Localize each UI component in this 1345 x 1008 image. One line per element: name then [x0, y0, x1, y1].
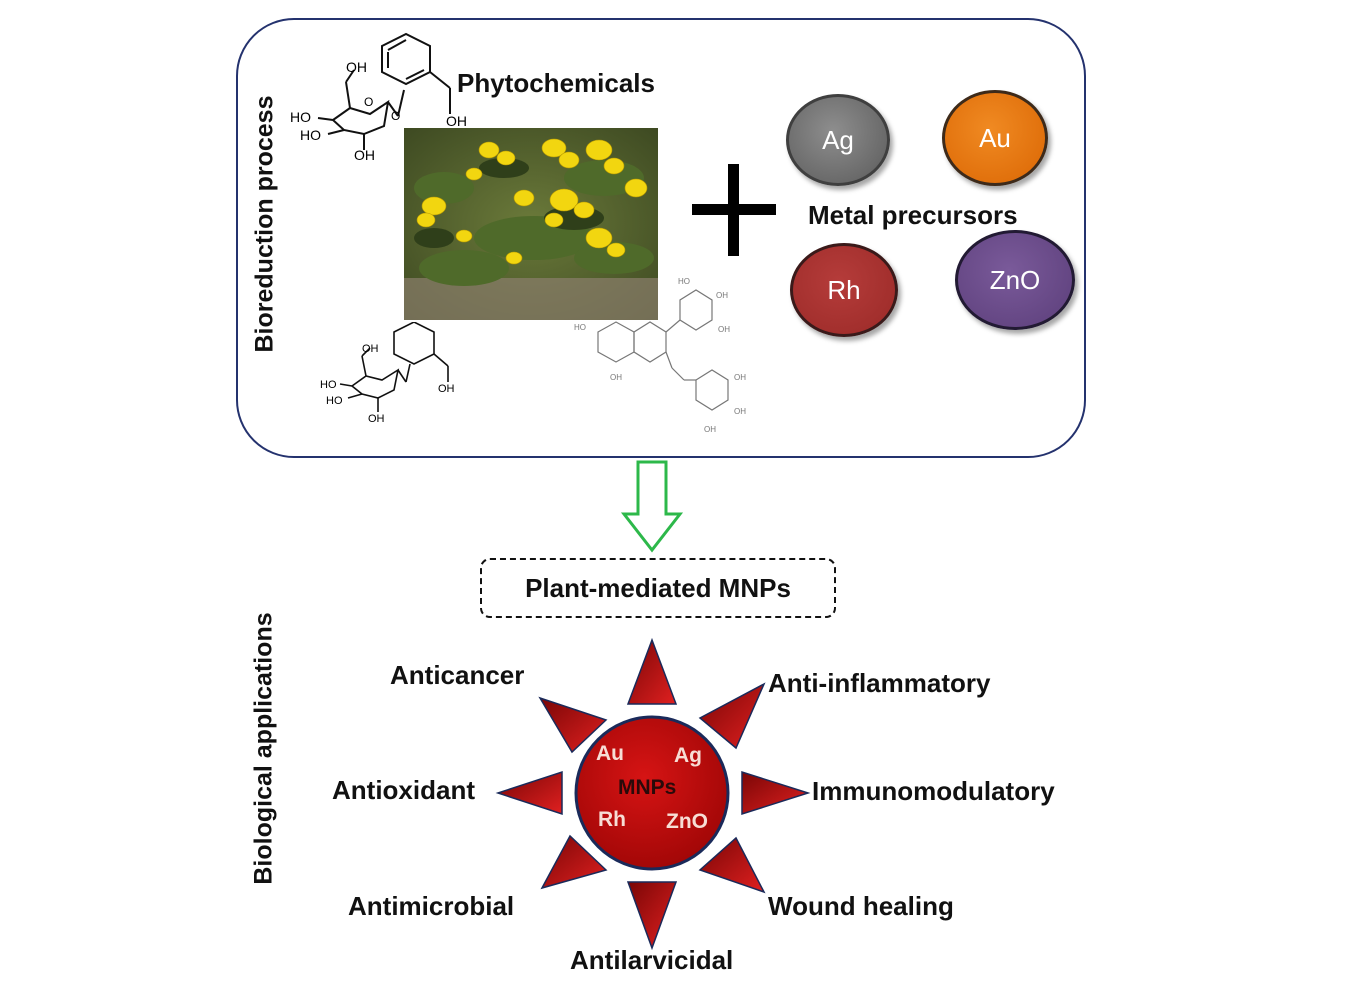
salicin-molecule-top: OH HO HO OH OH O O: [290, 32, 467, 163]
core-metal-zno: ZnO: [666, 810, 708, 833]
down-arrow-icon: [620, 460, 684, 553]
application-immunomodulatory: Immunomodulatory: [812, 776, 1055, 806]
molecule-label-oh: OH: [346, 59, 367, 75]
molecule-label-oh: OH: [704, 425, 716, 434]
ray-bottom-left: [540, 834, 608, 890]
biological-applications-label: Biological applications: [249, 612, 278, 885]
application-anti-inflammatory: Anti-inflammatory: [768, 668, 991, 698]
molecule-label-ho: HO: [574, 323, 586, 332]
core-metal-au: Au: [596, 742, 624, 765]
core-metal-ag: Ag: [674, 744, 702, 767]
svg-text:O: O: [364, 95, 373, 109]
application-wound-healing: Wound healing: [768, 891, 954, 921]
molecule-label-ho: HO: [320, 379, 337, 391]
salicin-molecule-bottom: OH HO HO OH OH: [320, 322, 455, 425]
molecule-label-oh: OH: [354, 147, 375, 163]
application-antimicrobial: Antimicrobial: [348, 891, 515, 921]
mnps-starburst: Au Ag MNPs Rh ZnO: [495, 637, 811, 950]
application-anticancer: Anticancer: [390, 660, 525, 690]
plant-photo: [404, 128, 658, 320]
plus-icon: [692, 164, 776, 256]
molecule-label-oh: OH: [734, 373, 746, 382]
molecule-label-oh: OH: [610, 373, 622, 382]
metal-ag-oval: Ag: [786, 94, 890, 186]
molecule-label-ho: HO: [300, 127, 321, 143]
molecule-label-oh: OH: [446, 113, 467, 129]
application-antilarvicidal: Antilarvicidal: [570, 945, 734, 975]
ray-bottom-right: [698, 836, 766, 894]
core-title-mnps: MNPs: [618, 776, 676, 799]
plant-mediated-mnps-box: Plant-mediated MNPs: [480, 558, 836, 618]
ray-top-right: [698, 682, 766, 750]
bioreduction-process-label: Bioreduction process: [250, 95, 279, 353]
molecule-label-oh: OH: [716, 291, 728, 300]
svg-text:O: O: [391, 109, 400, 123]
plant-mediated-mnps-label: Plant-mediated MNPs: [525, 572, 791, 603]
application-antioxidant: Antioxidant: [332, 775, 475, 805]
molecule-label-ho: HO: [326, 395, 343, 407]
phytochemicals-label: Phytochemicals: [457, 68, 655, 98]
metal-rh-oval: Rh: [790, 243, 898, 337]
molecule-label-oh: OH: [438, 383, 455, 395]
ray-left: [495, 770, 563, 816]
molecule-label-oh: OH: [368, 413, 385, 425]
molecule-label-ho: HO: [678, 277, 690, 286]
bioreduction-panel: [236, 18, 1086, 458]
catechin-molecule: HO OH HO OH OH OH OH OH: [574, 277, 746, 434]
mnps-core: [574, 715, 730, 871]
ray-bottom: [626, 881, 678, 950]
molecule-label-oh: OH: [362, 343, 379, 355]
metal-precursors-label: Metal precursors: [808, 200, 1018, 230]
ray-right: [741, 770, 811, 816]
metal-zno-oval: ZnO: [955, 230, 1075, 330]
molecule-label-oh: OH: [734, 407, 746, 416]
ray-top-left: [538, 696, 608, 754]
molecule-label-ho: HO: [290, 109, 311, 125]
core-metal-rh: Rh: [598, 808, 626, 831]
metal-au-oval: Au: [942, 90, 1048, 186]
molecule-label-oh: OH: [718, 325, 730, 334]
ray-top: [626, 637, 678, 705]
